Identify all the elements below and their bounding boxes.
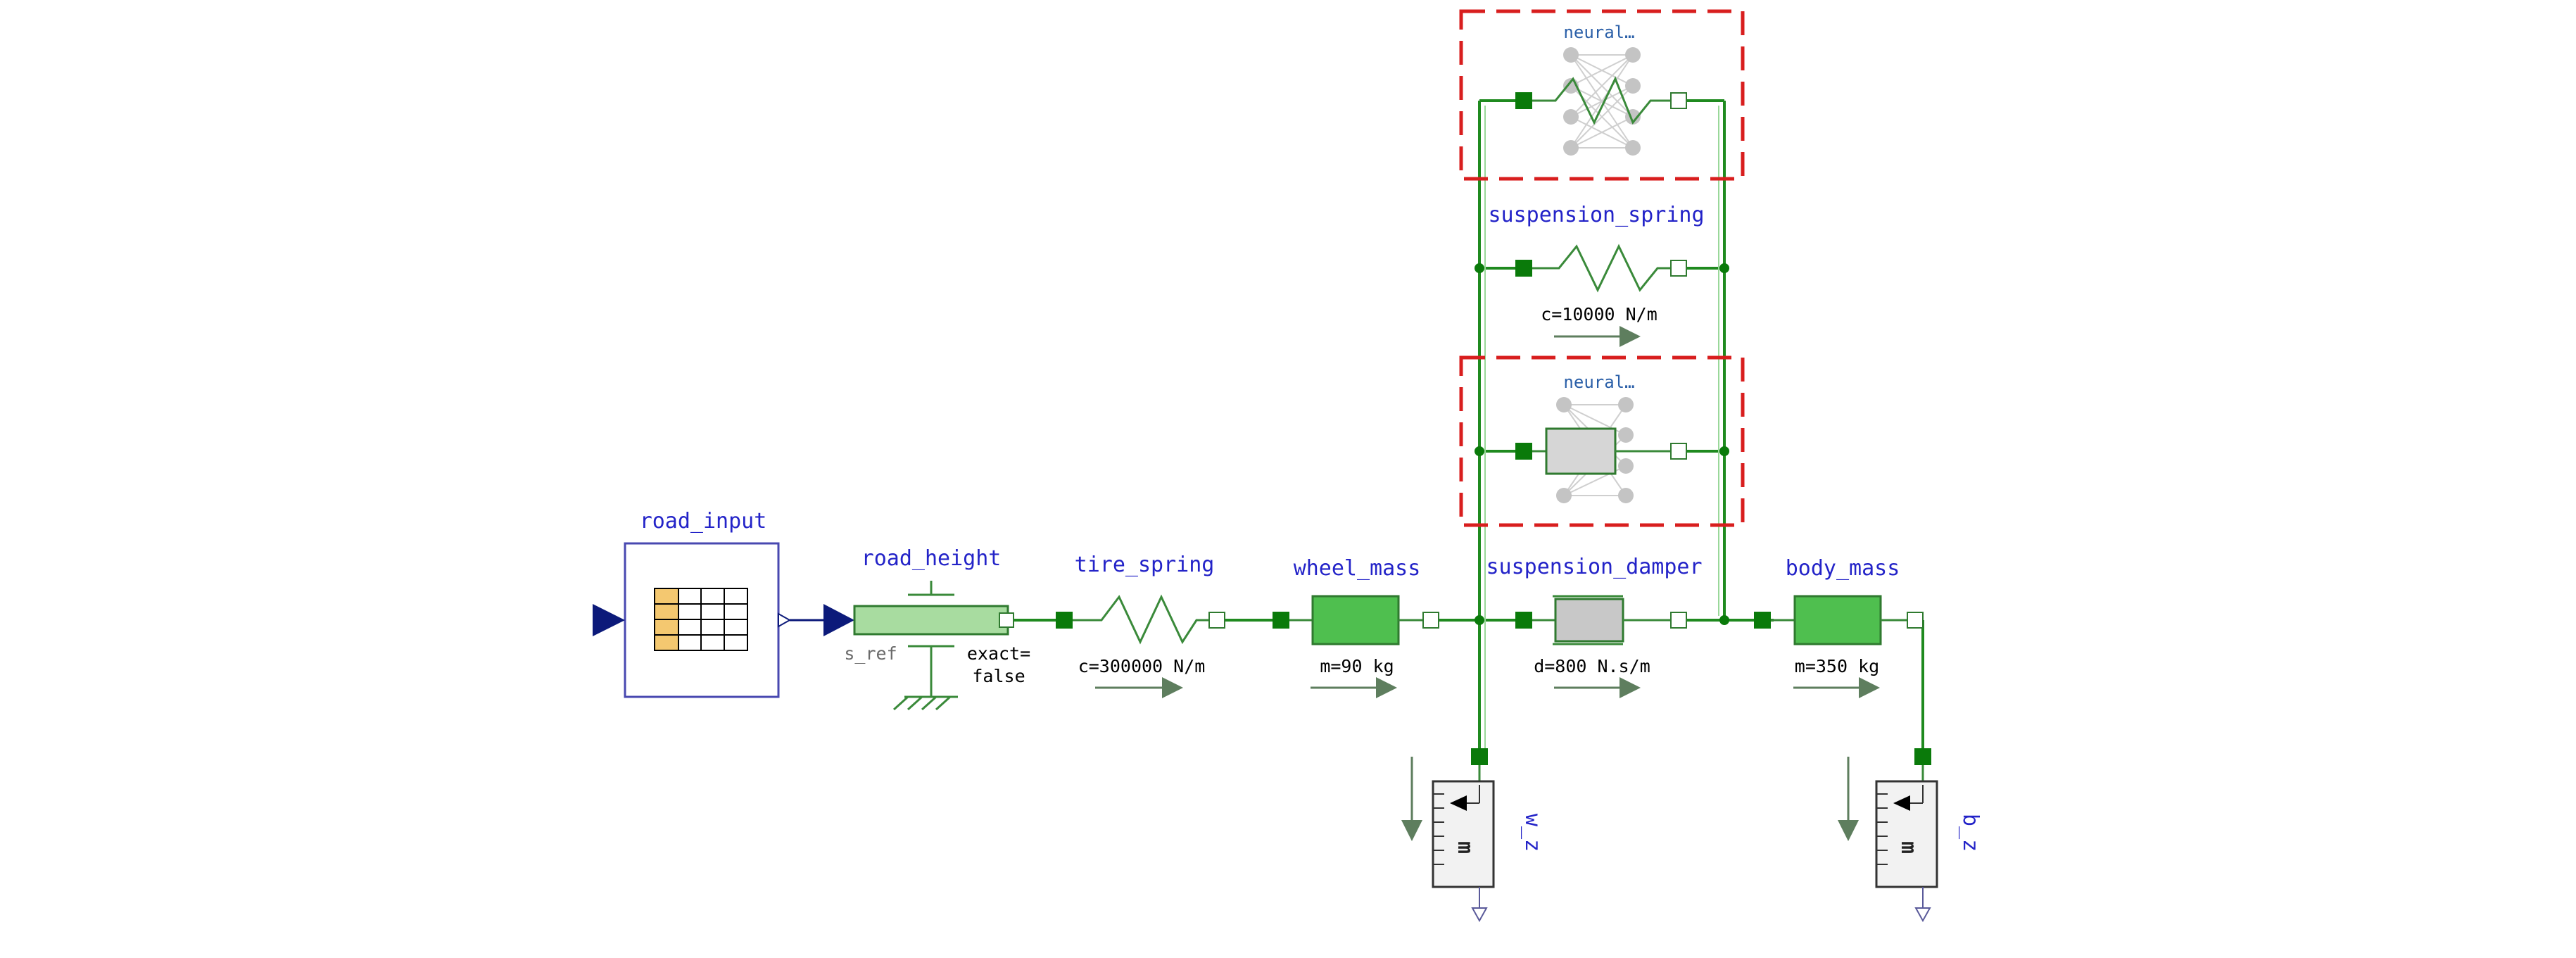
damper-icon [1545, 427, 1617, 475]
output-connector-icon[interactable] [778, 612, 792, 628]
spring-icon [1532, 76, 1671, 125]
table-icon [654, 588, 748, 651]
tire-spring-param: c=300000 N/m [1078, 656, 1206, 676]
flange-a-port[interactable] [1515, 612, 1532, 629]
road-input-block[interactable]: road_input [593, 509, 792, 698]
neural-network-icon [1563, 47, 1641, 156]
neural-top-block[interactable]: neural… [1459, 9, 1745, 181]
flange-a-port[interactable] [1754, 612, 1771, 629]
suspension-spring-label: suspension_spring [1488, 203, 1704, 227]
neural-mid-label: neural… [1563, 372, 1634, 392]
flange-b-port[interactable] [1907, 612, 1924, 629]
wheel-mass-label: wheel_mass [1294, 556, 1421, 581]
suspension-damper-param: d=800 N.s/m [1534, 656, 1650, 676]
wheel-mass-param: m=90 kg [1320, 656, 1394, 676]
flange-b-port[interactable] [1422, 612, 1439, 629]
spring-icon [1532, 244, 1671, 293]
flange-port[interactable] [1471, 748, 1488, 765]
road-height-block[interactable]: road_height s_ref exact= false [844, 546, 1030, 711]
flange-a-port[interactable] [1056, 612, 1073, 629]
sensor-w-label: w_z [1520, 814, 1545, 852]
s-ref-label: s_ref [844, 643, 897, 664]
body-mass-param: m=350 kg [1795, 656, 1879, 676]
exact-value: false [972, 666, 1025, 686]
suspension-damper-block[interactable]: suspension_damper d=800 N.s/m [1486, 555, 1703, 698]
highlight-box [1459, 355, 1745, 527]
flange-a-port[interactable] [1273, 612, 1289, 629]
highlight-box [1459, 9, 1745, 181]
sensor-glyph: m [1453, 841, 1477, 854]
sensor-glyph: m [1896, 841, 1921, 854]
neural-top-label: neural… [1563, 23, 1634, 42]
flange-b-port[interactable] [1208, 612, 1225, 629]
bus-shadow-lines [1484, 106, 1719, 753]
neural-mid-block[interactable]: neural… [1459, 355, 1745, 527]
damper-icon [1554, 598, 1624, 643]
spring-icon [1073, 594, 1209, 645]
sensor-w-block[interactable]: m w_z [1401, 748, 1545, 923]
junction-dots [1475, 263, 1729, 625]
output-connector-icon[interactable] [1914, 907, 1931, 923]
sensor-b-label: b_z [1958, 814, 1983, 852]
flange-a-port[interactable] [1515, 92, 1532, 109]
flange-a-port[interactable] [1515, 443, 1532, 460]
mass-body [1793, 595, 1882, 645]
suspension-spring-block[interactable]: suspension_spring c=10000 N/m [1488, 203, 1705, 347]
neural-network-icon [1556, 397, 1634, 503]
flange-b-port[interactable] [1670, 443, 1687, 460]
exact-label: exact= [967, 643, 1030, 664]
wheel-mass-block[interactable]: wheel_mass m=90 kg [1273, 556, 1439, 698]
mass-body [1311, 595, 1400, 645]
flange-port[interactable] [1914, 748, 1931, 765]
flange-b-port[interactable] [1670, 92, 1687, 109]
road-input-label: road_input [640, 509, 767, 534]
flange-b-port[interactable] [1670, 260, 1687, 277]
flange-a-port[interactable] [1515, 260, 1532, 277]
suspension-spring-param: c=10000 N/m [1541, 304, 1658, 324]
flange-b-port[interactable] [999, 612, 1014, 628]
signal-input-icon[interactable] [823, 604, 854, 636]
road-height-label: road_height [861, 546, 1002, 571]
suspension-damper-label: suspension_damper [1486, 555, 1702, 579]
tire-spring-block[interactable]: tire_spring c=300000 N/m [1056, 553, 1225, 698]
output-connector-icon[interactable] [1471, 907, 1488, 923]
input-connector-icon[interactable] [593, 604, 625, 636]
body-mass-label: body_mass [1786, 556, 1900, 581]
tire-spring-label: tire_spring [1075, 553, 1215, 577]
position-sensor-icon [1875, 780, 1938, 888]
sensor-b-block[interactable]: m b_z [1838, 748, 1983, 923]
flange-b-port[interactable] [1670, 612, 1687, 629]
ground-icon [892, 695, 958, 711]
body-mass-block[interactable]: body_mass m=350 kg [1754, 556, 1924, 698]
